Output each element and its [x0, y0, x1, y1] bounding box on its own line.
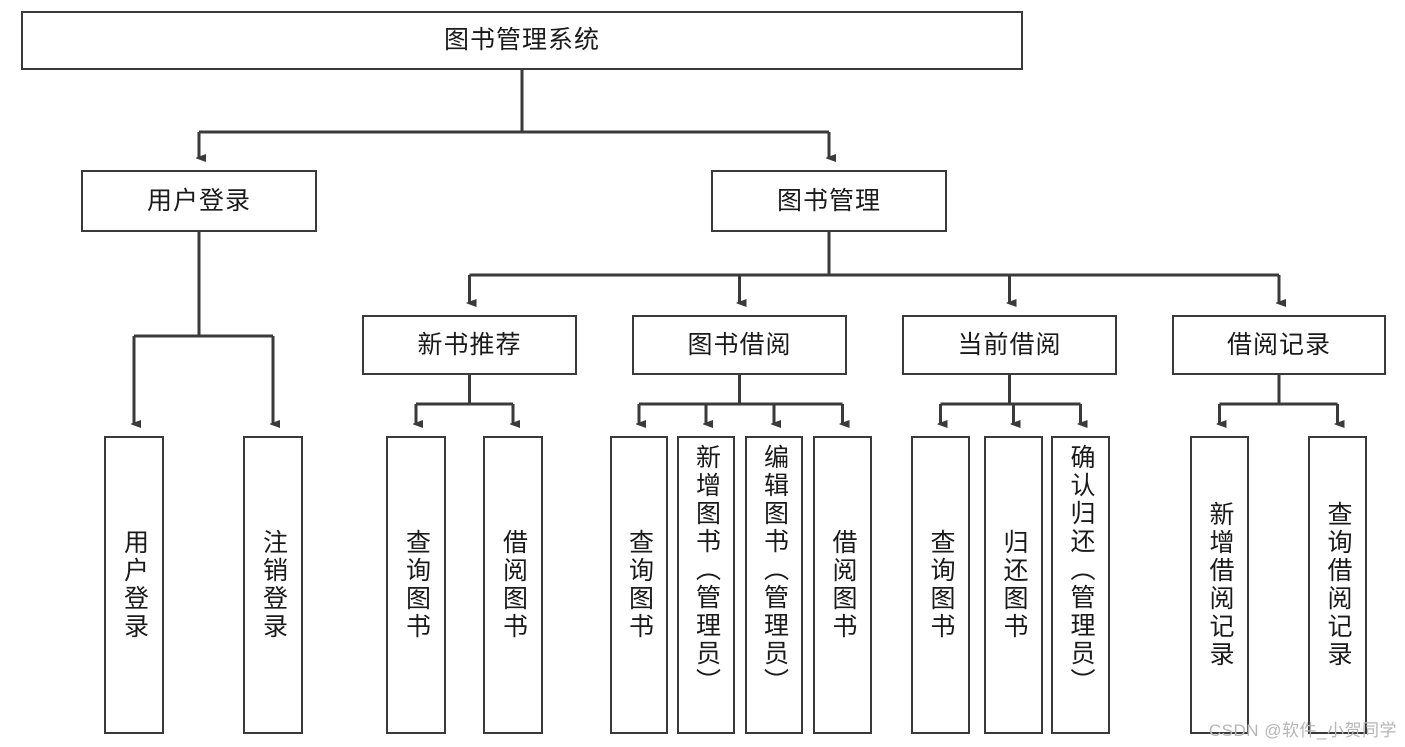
csdn-watermark: CSDN @软件_小贺同学 — [1208, 721, 1397, 740]
node-leaf-add-borrow-record[interactable]: 新增借阅记录 — [1190, 436, 1249, 734]
node-label: 借阅图书 — [829, 529, 857, 641]
node-leaf-edit-book-admin[interactable]: 编辑图书（管理员） — [745, 436, 803, 734]
node-label: 新书推荐 — [417, 330, 522, 359]
node-root[interactable]: 图书管理系统 — [21, 11, 1023, 70]
node-label: 图书管理系统 — [443, 26, 600, 55]
node-label: 新增图书（管理员） — [692, 444, 721, 696]
node-leaf-query-book-rec[interactable]: 查询图书 — [386, 436, 446, 734]
node-label: 当前借阅 — [957, 330, 1062, 359]
node-leaf-confirm-return[interactable]: 确认归还（管理员） — [1051, 436, 1110, 734]
node-leaf-return-book[interactable]: 归还图书 — [984, 436, 1043, 734]
node-label: 归还图书 — [1000, 529, 1028, 641]
node-label: 图书借阅 — [687, 330, 792, 359]
node-label: 查询图书 — [927, 529, 955, 641]
node-current-borrow[interactable]: 当前借阅 — [902, 315, 1117, 375]
node-borrow-record[interactable]: 借阅记录 — [1172, 315, 1386, 375]
node-leaf-user-login[interactable]: 用户登录 — [104, 436, 164, 734]
node-leaf-borrow-book-rec[interactable]: 借阅图书 — [483, 436, 543, 734]
node-label: 借阅记录 — [1226, 330, 1331, 359]
node-label: 查询借阅记录 — [1324, 501, 1352, 669]
node-leaf-add-book-admin[interactable]: 新增图书（管理员） — [677, 436, 735, 734]
node-book-borrow[interactable]: 图书借阅 — [632, 315, 847, 375]
node-leaf-query-borrow-rec[interactable]: 查询借阅记录 — [1308, 436, 1367, 734]
node-label: 查询图书 — [402, 529, 431, 641]
node-leaf-logout[interactable]: 注销登录 — [243, 436, 303, 734]
node-label: 查询图书 — [625, 529, 654, 641]
node-label: 图书管理 — [776, 186, 881, 215]
node-label: 用户登录 — [146, 186, 251, 215]
node-label: 确认归还（管理员） — [1067, 444, 1095, 696]
node-label: 用户登录 — [120, 529, 149, 641]
node-user-login[interactable]: 用户登录 — [81, 170, 317, 232]
node-book-management[interactable]: 图书管理 — [711, 170, 947, 232]
node-new-book-recommend[interactable]: 新书推荐 — [362, 315, 577, 375]
node-label: 编辑图书（管理员） — [760, 444, 789, 696]
node-label: 借阅图书 — [499, 529, 528, 641]
node-leaf-query-book-cur[interactable]: 查询图书 — [911, 436, 970, 734]
node-label: 新增借阅记录 — [1206, 501, 1234, 669]
node-leaf-query-book-bor[interactable]: 查询图书 — [610, 436, 668, 734]
node-label: 注销登录 — [259, 529, 288, 641]
node-leaf-borrow-book-bor[interactable]: 借阅图书 — [813, 436, 872, 734]
